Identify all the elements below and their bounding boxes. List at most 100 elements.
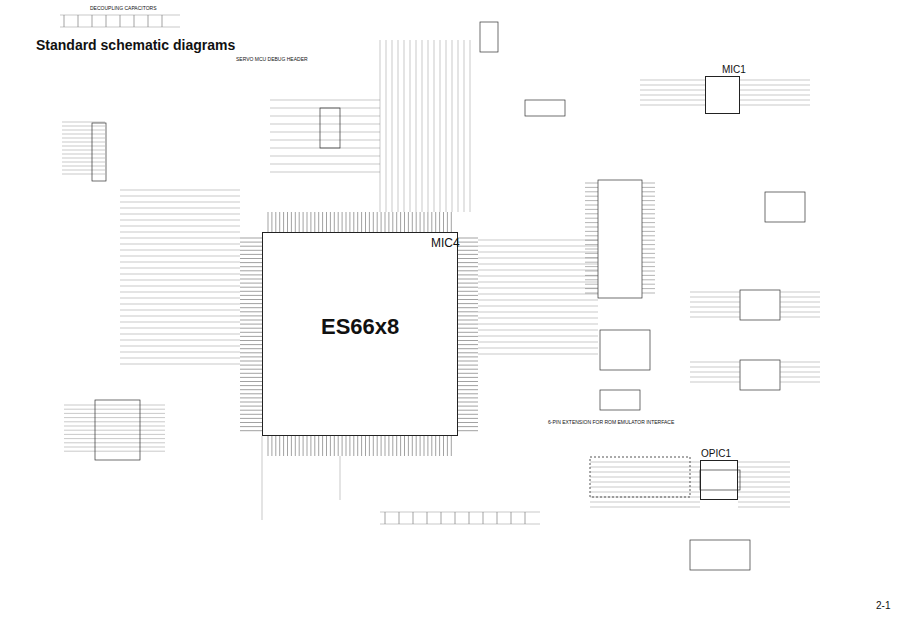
ic-chip: MIC4ES66x8 xyxy=(262,232,458,436)
pin-line xyxy=(458,311,478,312)
part-reference: MIC1 xyxy=(722,64,746,75)
pin-line xyxy=(271,436,272,456)
wire xyxy=(452,40,453,212)
wire xyxy=(270,156,380,157)
pin-line xyxy=(458,283,478,284)
wire xyxy=(120,334,240,335)
pin-line xyxy=(431,212,432,232)
wire xyxy=(62,138,105,139)
wire xyxy=(62,134,105,135)
pin-line xyxy=(240,356,262,357)
pin-line xyxy=(451,212,452,232)
pin-line xyxy=(458,397,478,398)
capacitor-symbol xyxy=(441,512,442,524)
wire xyxy=(64,438,165,439)
pin-line xyxy=(458,262,478,263)
wire xyxy=(64,434,165,435)
pin-line xyxy=(585,196,598,197)
capacitor-symbol xyxy=(511,512,512,524)
wire xyxy=(120,250,240,251)
pin-line xyxy=(420,436,421,456)
pin-line xyxy=(240,344,262,345)
wire xyxy=(478,300,598,301)
wire xyxy=(738,507,790,508)
pin-line xyxy=(458,426,478,427)
wire xyxy=(590,467,700,468)
wire xyxy=(780,297,820,298)
pin-line xyxy=(388,212,389,232)
pin-line xyxy=(349,436,350,456)
pin-line xyxy=(310,212,311,232)
capacitor-symbol xyxy=(120,15,121,27)
pin-line xyxy=(240,307,262,308)
wire xyxy=(780,382,820,383)
wire xyxy=(478,288,598,289)
pin-line xyxy=(326,436,327,456)
wire xyxy=(478,318,598,319)
pin-line xyxy=(326,212,327,232)
pin-line xyxy=(431,436,432,456)
wire xyxy=(120,340,240,341)
wire xyxy=(62,150,105,151)
pin-line xyxy=(642,293,655,294)
pin-line xyxy=(240,340,262,341)
pin-line xyxy=(416,212,417,232)
pin-line xyxy=(346,212,347,232)
wire xyxy=(738,487,790,488)
wire xyxy=(738,482,790,483)
wire xyxy=(738,462,790,463)
wire xyxy=(740,90,810,91)
pin-line xyxy=(642,227,655,228)
pin-line xyxy=(287,212,288,232)
pin-line xyxy=(642,183,655,184)
pin-line xyxy=(447,212,448,232)
pin-line xyxy=(373,436,374,456)
part-reference: OPIC1 xyxy=(701,448,731,459)
pin-line xyxy=(334,212,335,232)
pin-line xyxy=(458,287,478,288)
wire xyxy=(470,40,471,212)
pin-line xyxy=(458,315,478,316)
wire xyxy=(62,122,105,123)
wire xyxy=(690,307,740,308)
capacitor-symbol xyxy=(64,15,65,27)
capacitor-symbol xyxy=(469,512,470,524)
ic-chip: OPIC1 xyxy=(700,460,738,500)
pin-line xyxy=(385,436,386,456)
pin-line xyxy=(642,249,655,250)
wire xyxy=(62,166,105,167)
pin-line xyxy=(458,238,478,239)
pin-line xyxy=(361,212,362,232)
pin-line xyxy=(458,250,478,251)
pin-line xyxy=(338,436,339,456)
pin-line xyxy=(642,231,655,232)
wire xyxy=(740,100,810,101)
pin-line xyxy=(458,356,478,357)
pin-line xyxy=(458,381,478,382)
wire xyxy=(64,417,165,418)
pin-line xyxy=(377,212,378,232)
pin-line xyxy=(275,212,276,232)
pin-line xyxy=(458,242,478,243)
wire xyxy=(120,226,240,227)
pin-line xyxy=(392,212,393,232)
pin-line xyxy=(458,344,478,345)
wire xyxy=(478,270,598,271)
wire xyxy=(120,316,240,317)
pin-line xyxy=(585,191,598,192)
pin-line xyxy=(585,244,598,245)
pin-line xyxy=(408,436,409,456)
pin-line xyxy=(342,212,343,232)
pin-line xyxy=(240,303,262,304)
wire xyxy=(62,170,105,171)
pin-line xyxy=(458,340,478,341)
wire xyxy=(478,294,598,295)
pin-line xyxy=(279,436,280,456)
pin-line xyxy=(458,336,478,337)
wire xyxy=(738,472,790,473)
wire xyxy=(120,322,240,323)
wire xyxy=(478,324,598,325)
pin-line xyxy=(361,436,362,456)
capacitor-symbol xyxy=(497,512,498,524)
wire xyxy=(62,158,105,159)
